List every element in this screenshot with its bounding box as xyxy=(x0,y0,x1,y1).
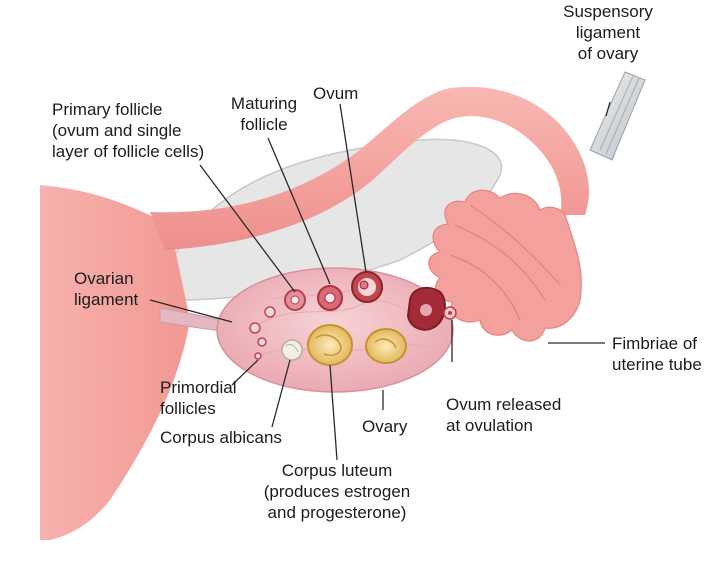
label-ovarian-ligament: Ovarian ligament xyxy=(74,269,139,309)
released-ovum xyxy=(443,306,457,320)
maturing-follicle xyxy=(317,285,343,311)
label-suspensory-ligament: Suspensory ligament of ovary xyxy=(563,2,653,63)
primordial-follicles xyxy=(249,306,276,360)
label-ovum-released: Ovum released at ovulation xyxy=(446,395,562,435)
label-ovum: Ovum xyxy=(313,84,359,103)
label-primordial-follicles: Primordial follicles xyxy=(160,378,237,418)
label-corpus-albicans: Corpus albicans xyxy=(160,428,282,447)
label-primary-follicle: Primary follicle (ovum and single layer … xyxy=(52,100,205,161)
uterus xyxy=(40,185,190,540)
corpus-albicans xyxy=(281,339,303,361)
vesicular-follicle xyxy=(351,271,383,303)
uterine-tube xyxy=(150,86,589,250)
label-fimbriae: Fimbriae of uterine tube xyxy=(612,334,702,374)
leader-lines xyxy=(149,101,611,461)
primary-follicle xyxy=(284,289,306,311)
label-ovary: Ovary xyxy=(362,417,408,436)
corpus-luteum xyxy=(307,324,407,366)
label-maturing-follicle: Maturing follicle xyxy=(230,94,298,134)
fimbriae xyxy=(428,189,582,342)
suspensory-ligament xyxy=(589,71,646,161)
ruptured-follicle xyxy=(406,286,446,331)
label-corpus-luteum: Corpus luteum (produces estrogen and pro… xyxy=(263,461,411,522)
